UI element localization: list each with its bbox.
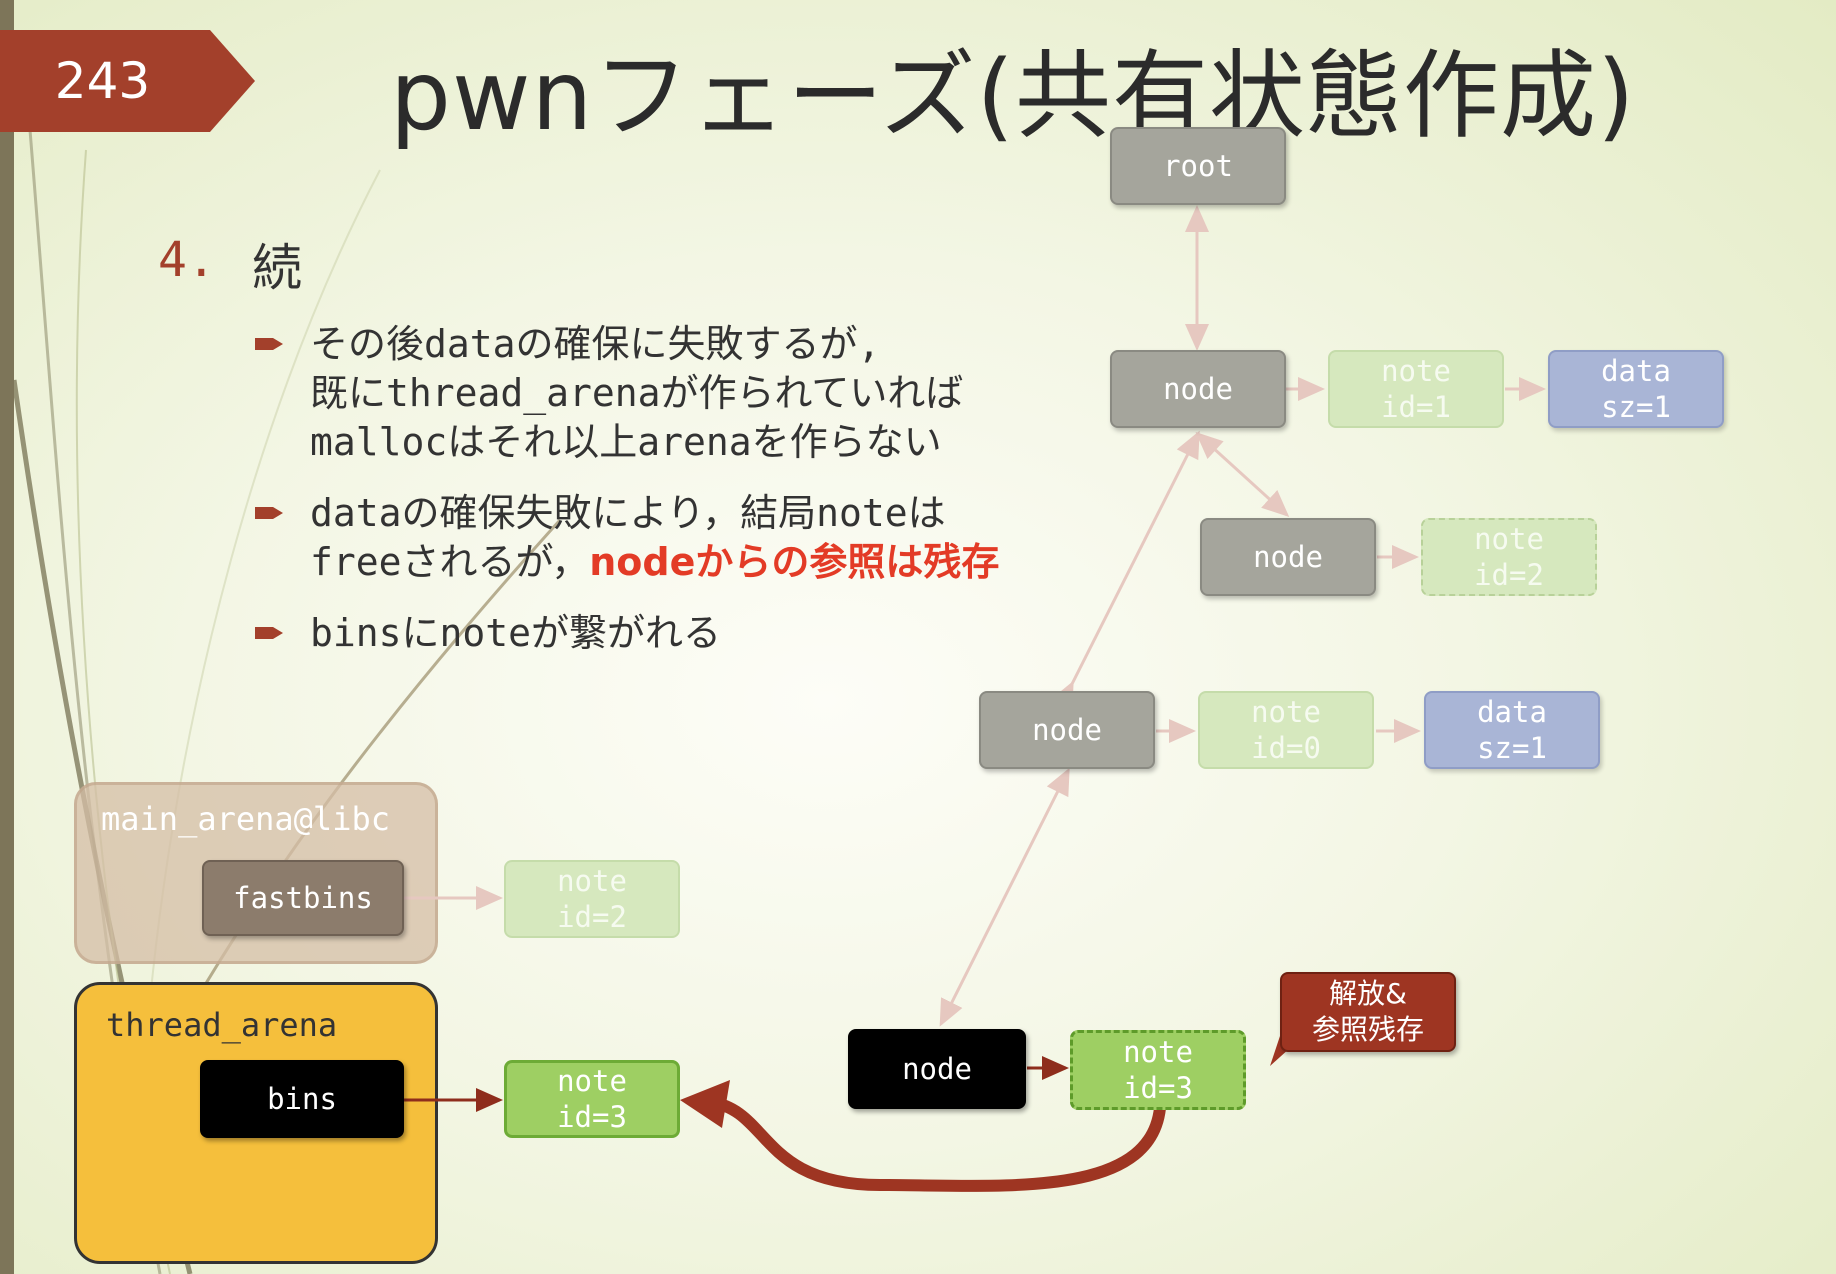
slide-number: 243 bbox=[54, 52, 151, 110]
bullet-line: binsにnoteが繋がれる bbox=[310, 611, 722, 655]
callout-line: 参照残存 bbox=[1311, 1013, 1424, 1046]
bullet-item-3: binsにnoteが繋がれる bbox=[255, 609, 1075, 658]
data-size: sz=1 bbox=[1601, 390, 1671, 424]
node-label: node bbox=[1032, 713, 1102, 747]
note-id: id=3 bbox=[1123, 1071, 1193, 1105]
note-label: note bbox=[1381, 354, 1451, 388]
main-arena-label: main_arena@libc bbox=[101, 800, 390, 838]
note-box-id3-freed: note id=3 bbox=[1070, 1030, 1246, 1110]
data-label: data bbox=[1601, 354, 1671, 388]
left-accent-bar bbox=[0, 0, 14, 1274]
fastbins-note-box: note id=2 bbox=[504, 860, 680, 938]
bullet-item-2: dataの確保失敗により，結局noteは freeされるが，nodeからの参照は… bbox=[255, 489, 1075, 587]
note-box-id0: note id=0 bbox=[1198, 691, 1374, 769]
note-label: note bbox=[557, 864, 627, 898]
data-box-sz1: data sz=1 bbox=[1424, 691, 1600, 769]
node-label: node bbox=[1163, 372, 1233, 406]
bullet-line: mallocはそれ以上arenaを作らない bbox=[310, 420, 942, 464]
node-label: node bbox=[902, 1052, 972, 1086]
note-label: note bbox=[1474, 522, 1544, 556]
bullet-arrow-icon bbox=[255, 627, 283, 639]
node-box: node bbox=[1110, 350, 1286, 428]
bullet-list: その後dataの確保に失敗するが, 既にthread_arenaが作られていれば… bbox=[255, 320, 1075, 680]
note-id: id=0 bbox=[1251, 731, 1321, 765]
data-label: data bbox=[1477, 695, 1547, 729]
node-box: node bbox=[1200, 518, 1376, 596]
callout-line: 解放& bbox=[1329, 977, 1407, 1010]
node-box-current: node bbox=[848, 1029, 1026, 1109]
bullet-text: freeされるが， bbox=[310, 540, 590, 584]
slide-number-tag bbox=[0, 30, 255, 132]
bins-box: bins bbox=[200, 1060, 404, 1138]
note-label: note bbox=[1123, 1035, 1193, 1069]
note-id: id=2 bbox=[1474, 558, 1544, 592]
bullet-arrow-icon bbox=[255, 338, 283, 350]
bullet-item-1: その後dataの確保に失敗するが, 既にthread_arenaが作られていれば… bbox=[255, 320, 1075, 467]
node-box: node bbox=[979, 691, 1155, 769]
heading-number: 4. bbox=[158, 232, 216, 288]
slide-title: pwnフェーズ(共有状態作成) bbox=[390, 40, 1636, 152]
heading-text: 続 bbox=[252, 239, 302, 297]
bins-note-box: note id=3 bbox=[504, 1060, 680, 1138]
bullet-arrow-icon bbox=[255, 507, 283, 519]
note-id: id=1 bbox=[1381, 390, 1451, 424]
thread-arena-label: thread_arena bbox=[106, 1006, 338, 1044]
note-label: note bbox=[1251, 695, 1321, 729]
root-node-box: root bbox=[1110, 127, 1286, 205]
note-box-id1: note id=1 bbox=[1328, 350, 1504, 428]
note-box-id2: note id=2 bbox=[1421, 518, 1597, 596]
fastbins-label: fastbins bbox=[233, 881, 373, 915]
fastbins-box: fastbins bbox=[202, 860, 404, 936]
note-label: note bbox=[557, 1064, 627, 1098]
note-id: id=3 bbox=[557, 1100, 627, 1134]
bullet-line: 既にthread_arenaが作られていれば bbox=[310, 371, 964, 415]
root-label: root bbox=[1163, 149, 1233, 183]
highlight-text: nodeからの参照は残存 bbox=[589, 540, 1000, 584]
note-id: id=2 bbox=[557, 900, 627, 934]
freed-reference-callout: 解放& 参照残存 bbox=[1280, 972, 1456, 1052]
data-box-sz1: data sz=1 bbox=[1548, 350, 1724, 428]
node-label: node bbox=[1253, 540, 1323, 574]
data-size: sz=1 bbox=[1477, 731, 1547, 765]
bullet-line-mixed: freeされるが，nodeからの参照は残存 bbox=[310, 538, 1075, 587]
bins-label: bins bbox=[267, 1082, 337, 1116]
bullet-line: その後dataの確保に失敗するが, bbox=[310, 322, 881, 366]
bullet-line: dataの確保失敗により，結局noteは bbox=[310, 491, 946, 535]
